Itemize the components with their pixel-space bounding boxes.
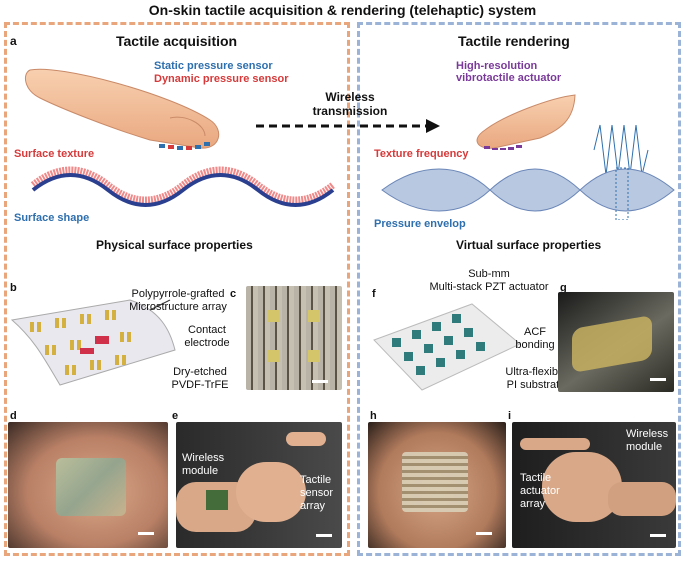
sensor-array-illustration xyxy=(10,299,176,386)
panel-letter-d: d xyxy=(10,410,17,422)
panel-letter-c: c xyxy=(230,288,237,300)
finger-sensor-photo xyxy=(8,422,168,548)
surface-texture-label: Surface texture xyxy=(14,148,95,160)
transmission-arrow xyxy=(256,119,440,133)
rendering-panel xyxy=(357,22,681,556)
scale-bar xyxy=(138,532,154,535)
panel-letter-g: g xyxy=(560,282,567,294)
wrist-actuator-photo xyxy=(512,422,676,548)
scale-bar xyxy=(312,380,328,383)
envelope-wave xyxy=(381,167,675,220)
pressure-envelop-label: Pressure envelop xyxy=(374,218,466,230)
rendering-header: Tactile rendering xyxy=(458,33,570,49)
panel-letter-f: f xyxy=(372,288,376,300)
flexible-actuator-photo xyxy=(558,292,674,392)
acquisition-panel xyxy=(4,22,350,556)
scale-bar xyxy=(316,534,332,537)
panel-letter-h: h xyxy=(370,410,377,422)
panel-letter-b: b xyxy=(10,282,17,294)
wrist-sensor-photo xyxy=(176,422,342,548)
finger-actuator-illustration xyxy=(476,94,576,150)
panel-letter-e: e xyxy=(172,410,179,422)
static-sensor-label: Static pressure sensor xyxy=(154,60,273,72)
surface-shape-label: Surface shape xyxy=(14,212,90,224)
surface-wave xyxy=(30,166,336,207)
virtual-caption: Virtual surface properties xyxy=(456,238,602,252)
physical-caption: Physical surface properties xyxy=(96,238,253,252)
scale-bar xyxy=(476,532,492,535)
dynamic-sensor-label: Dynamic pressure sensor xyxy=(154,73,289,85)
figure-title: On-skin tactile acquisition & rendering … xyxy=(148,2,537,18)
sensor-pads xyxy=(159,142,210,150)
actuator-array-illustration xyxy=(373,303,521,391)
panel-letter-i: i xyxy=(508,410,512,422)
acquisition-header: Tactile acquisition xyxy=(116,33,238,49)
panel-letter-a: a xyxy=(10,34,17,48)
vibration-zoom xyxy=(593,124,649,176)
finger-actuator-photo xyxy=(368,422,506,548)
micrograph-photo xyxy=(246,286,342,390)
scale-bar xyxy=(650,534,666,537)
finger-sensor-illustration xyxy=(24,68,220,150)
texture-frequency-label: Texture frequency xyxy=(374,148,469,160)
scale-bar xyxy=(650,378,666,381)
